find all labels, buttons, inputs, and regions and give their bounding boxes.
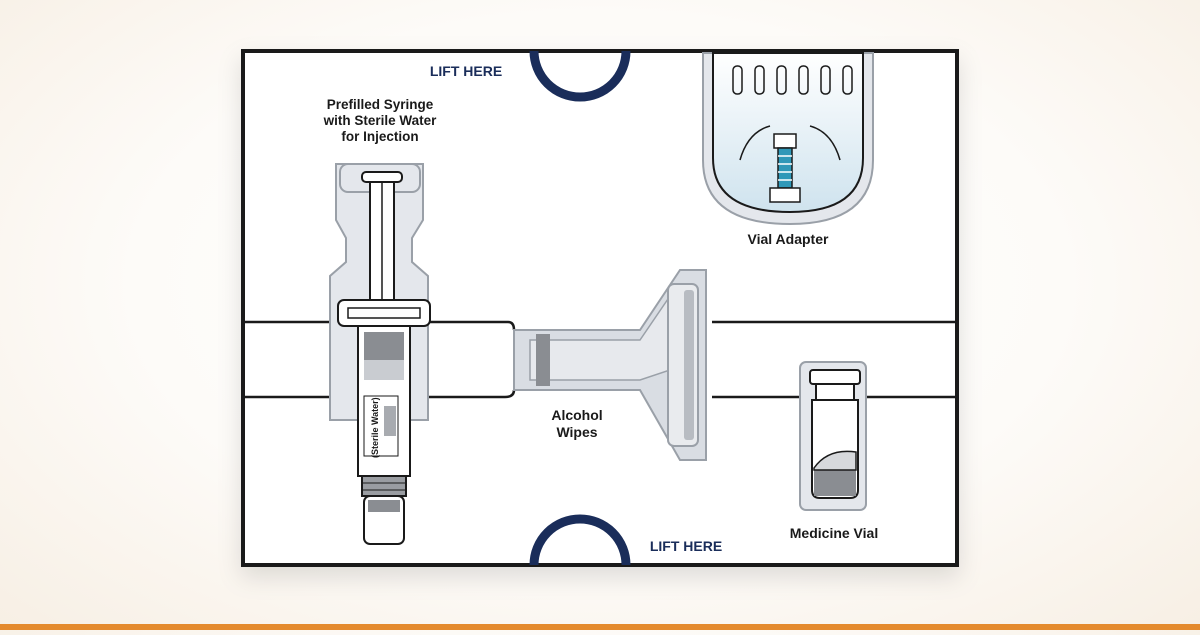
syringe-label-line3: for Injection: [341, 129, 418, 144]
syringe: [337, 171, 431, 545]
syringe-label-line1: Prefilled Syringe: [327, 97, 434, 112]
alcohol-wipes: [513, 269, 707, 461]
bottom-accent-bar: [0, 624, 1200, 630]
syringe-barrel-text: (Sterile Water): [370, 397, 380, 458]
medicine-vial: [799, 361, 867, 511]
alcohol-wipes-label-line1: Alcohol: [551, 407, 602, 423]
tray-border: [241, 49, 959, 567]
vial-adapter: [702, 52, 874, 226]
vial-adapter-label: Vial Adapter: [748, 231, 829, 247]
compartment-lines: [243, 320, 957, 399]
lift-notch-bottom[interactable]: [529, 514, 631, 566]
lift-here-top-label[interactable]: LIFT HERE: [430, 63, 502, 79]
lift-notch-top[interactable]: [529, 50, 631, 102]
syringe-label-line2: with Sterile Water: [323, 113, 438, 128]
alcohol-wipes-label-line2: Wipes: [556, 424, 597, 440]
lift-here-bottom-label[interactable]: LIFT HERE: [650, 538, 722, 554]
medicine-vial-label: Medicine Vial: [790, 525, 878, 541]
